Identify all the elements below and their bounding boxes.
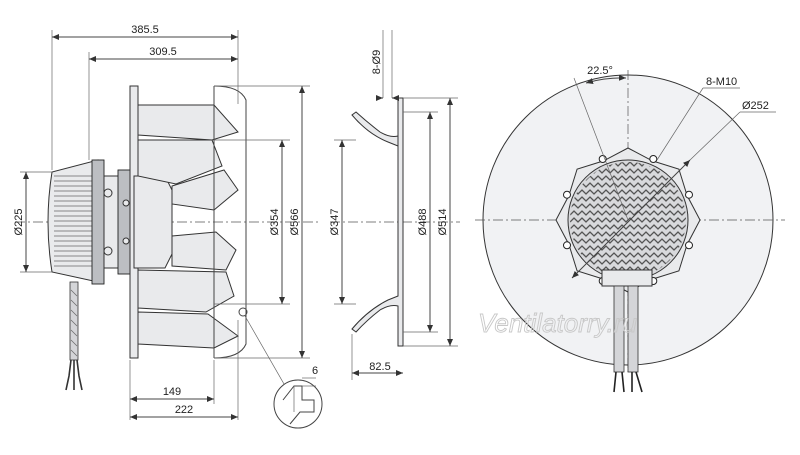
dim-motor-diameter: Ø225 xyxy=(13,209,25,236)
dim-flange-outer-diameter: Ø514 xyxy=(437,209,449,236)
shroud-cone xyxy=(213,85,247,359)
dim-impeller-length: 309.5 xyxy=(149,46,177,58)
bolt-hole xyxy=(649,155,658,163)
front-dimensions: 22.5° 8-M10 Ø252 xyxy=(571,65,776,279)
bolt-hole xyxy=(685,190,693,199)
bolt-hole xyxy=(563,190,571,199)
bolt-hole xyxy=(685,241,693,250)
dim-bolt-pattern: 8-M10 xyxy=(706,76,737,88)
dim-flange-inner-diameter: Ø347 xyxy=(329,209,341,236)
flange-view: 8-Ø9 Ø347 Ø488 Ø514 82.5 xyxy=(329,30,460,380)
flange-profile-top xyxy=(351,98,399,147)
impeller-blades xyxy=(137,104,239,349)
dim-impeller-outer-diameter: Ø566 xyxy=(289,209,301,236)
dim-overall-length: 385.5 xyxy=(131,24,159,36)
dim-bolt-circle: Ø252 xyxy=(742,100,769,112)
dim-flange-hole: 8-Ø9 xyxy=(371,50,383,74)
detail-bubble: 6 xyxy=(238,307,323,429)
dim-bolt-angle: 22.5° xyxy=(587,65,613,77)
dim-149: 149 xyxy=(163,386,181,398)
side-view: 385.5 309.5 Ø225 Ø354 Ø566 149 222 xyxy=(13,24,323,429)
motor-cable xyxy=(65,281,83,391)
flange-profile xyxy=(351,97,404,347)
motor-rotor xyxy=(47,159,135,285)
dim-flange-bolt-circle: Ø488 xyxy=(417,209,429,236)
dim-impeller-inner-diameter: Ø354 xyxy=(269,209,281,236)
front-view: 22.5° 8-M10 Ø252 xyxy=(475,65,785,393)
dim-222: 222 xyxy=(175,404,193,416)
watermark: Ventilatorry.ru xyxy=(478,308,637,338)
dim-flange-depth: 82.5 xyxy=(369,361,390,373)
side-dimensions: 385.5 309.5 Ø225 Ø354 Ø566 149 222 xyxy=(13,24,310,420)
dim-gap-6: 6 xyxy=(312,365,318,377)
bolt-hole xyxy=(563,241,571,250)
motor-hub xyxy=(133,175,173,269)
